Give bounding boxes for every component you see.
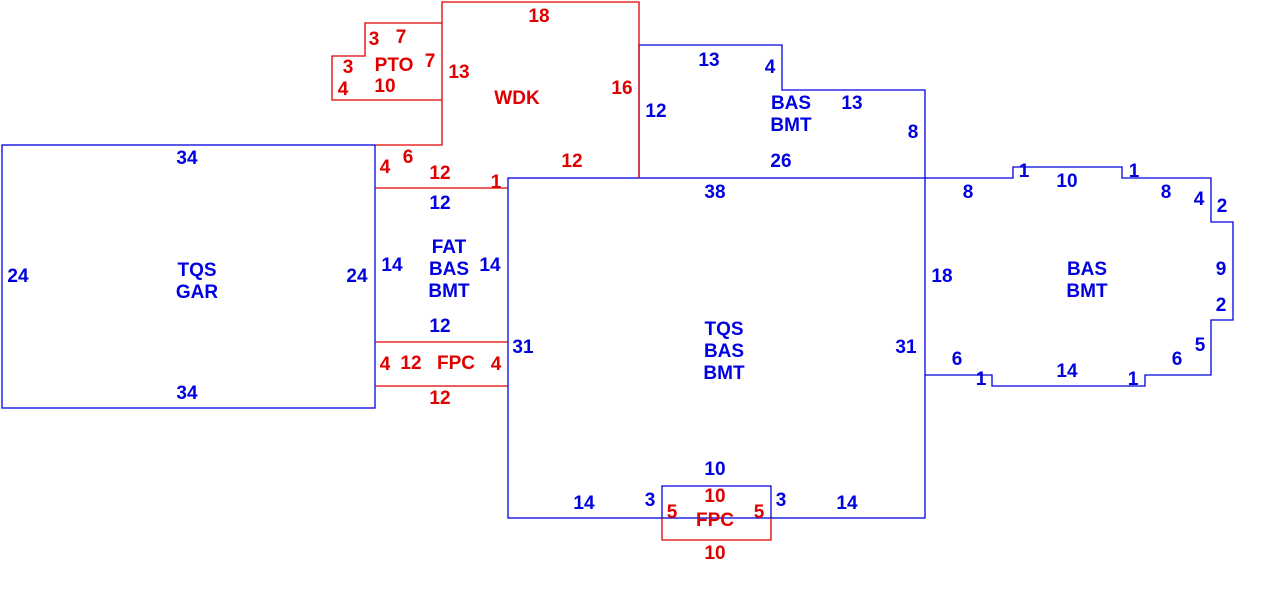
dimension-label: 8 (1161, 182, 1172, 203)
dimension-label: 12 (400, 353, 421, 374)
dimension-label: 4 (380, 157, 391, 178)
dimension-label: 4 (380, 354, 391, 375)
pto-outline (331, 22, 442, 101)
dimension-label: 10 (374, 76, 395, 97)
dimension-label: 38 (704, 182, 725, 203)
dimension-label: 7 (396, 27, 407, 48)
right-bas-outline (925, 166, 1234, 387)
dimension-label: 16 (611, 78, 632, 99)
dimension-label: 12 (429, 388, 450, 409)
fpc-bottom-outline (661, 518, 772, 541)
dimension-label: 4 (1194, 189, 1205, 210)
dimension-label: 3 (776, 490, 787, 511)
dimension-label: 13 (448, 62, 469, 83)
area-label: TQS (177, 260, 216, 281)
dimension-label: 10 (704, 459, 725, 480)
dimension-label: 3 (645, 490, 656, 511)
dimension-label: 10 (1056, 171, 1077, 192)
dimension-label: 7 (425, 51, 436, 72)
area-label: FPC (696, 510, 734, 531)
dimension-label: 34 (176, 383, 198, 404)
dimension-label: 31 (895, 337, 917, 358)
area-label: BAS (1067, 259, 1107, 280)
dimension-label: 6 (952, 349, 963, 370)
wdk-outline (375, 1, 640, 178)
dimension-label: 3 (343, 57, 354, 78)
dimension-label: 14 (479, 255, 501, 276)
area-label: BMT (1066, 281, 1108, 302)
dimension-label: 2 (1216, 295, 1227, 316)
area-label: PTO (375, 55, 414, 76)
dimension-label: 24 (346, 266, 368, 287)
dimension-label: 8 (908, 122, 919, 143)
area-label: BMT (428, 281, 470, 302)
dimension-label: 1 (1128, 369, 1139, 390)
dimension-label: 6 (1172, 349, 1183, 370)
dimension-label: 1 (1129, 161, 1140, 182)
dimension-label: 4 (765, 57, 776, 78)
bottom-fpc-blue-edge (661, 485, 772, 518)
dimension-label: 12 (429, 193, 450, 214)
main-outline (507, 177, 926, 519)
area-label: TQS (704, 319, 743, 340)
dimension-label: 24 (7, 266, 29, 287)
area-label: FAT (432, 237, 467, 258)
garage-outline (1, 144, 376, 409)
dimension-label: 12 (429, 316, 450, 337)
dimension-label: 14 (836, 493, 858, 514)
dimension-label: 14 (381, 255, 403, 276)
area-label: BAS (771, 93, 811, 114)
dimension-label: 13 (841, 93, 862, 114)
dimension-label: 31 (512, 337, 534, 358)
dimension-label: 8 (963, 182, 974, 203)
dimension-label: 6 (403, 147, 414, 168)
dimension-label: 34 (176, 148, 198, 169)
area-label: BMT (703, 363, 745, 384)
dimension-label: 26 (770, 151, 791, 172)
dimension-label: 5 (754, 502, 765, 523)
dimension-label: 4 (491, 354, 502, 375)
dimension-label: 14 (1056, 361, 1078, 382)
dimension-label: 1 (491, 172, 502, 193)
dimension-label: 18 (931, 266, 952, 287)
area-label: GAR (176, 282, 219, 303)
area-label: BAS (704, 341, 744, 362)
dimension-label: 4 (338, 79, 349, 100)
dimension-label: 1 (976, 369, 987, 390)
dimension-label: 3 (369, 29, 380, 50)
dimension-label: 10 (704, 486, 725, 507)
dimension-label: 12 (645, 101, 666, 122)
area-label: FPC (437, 353, 475, 374)
dimension-label: 10 (704, 543, 725, 564)
dimension-label: 18 (528, 6, 549, 27)
dimension-label: 13 (698, 50, 719, 71)
dimension-label: 5 (667, 502, 678, 523)
dimension-label: 2 (1217, 196, 1228, 217)
area-label: BMT (770, 115, 812, 136)
dimension-label: 9 (1216, 259, 1227, 280)
dimension-label: 5 (1195, 335, 1206, 356)
area-label: WDK (494, 88, 540, 109)
dimension-label: 12 (561, 151, 582, 172)
dimension-label: 1 (1019, 161, 1030, 182)
dimension-label: 12 (429, 163, 450, 184)
area-label: BAS (429, 259, 469, 280)
dimension-label: 14 (573, 493, 595, 514)
